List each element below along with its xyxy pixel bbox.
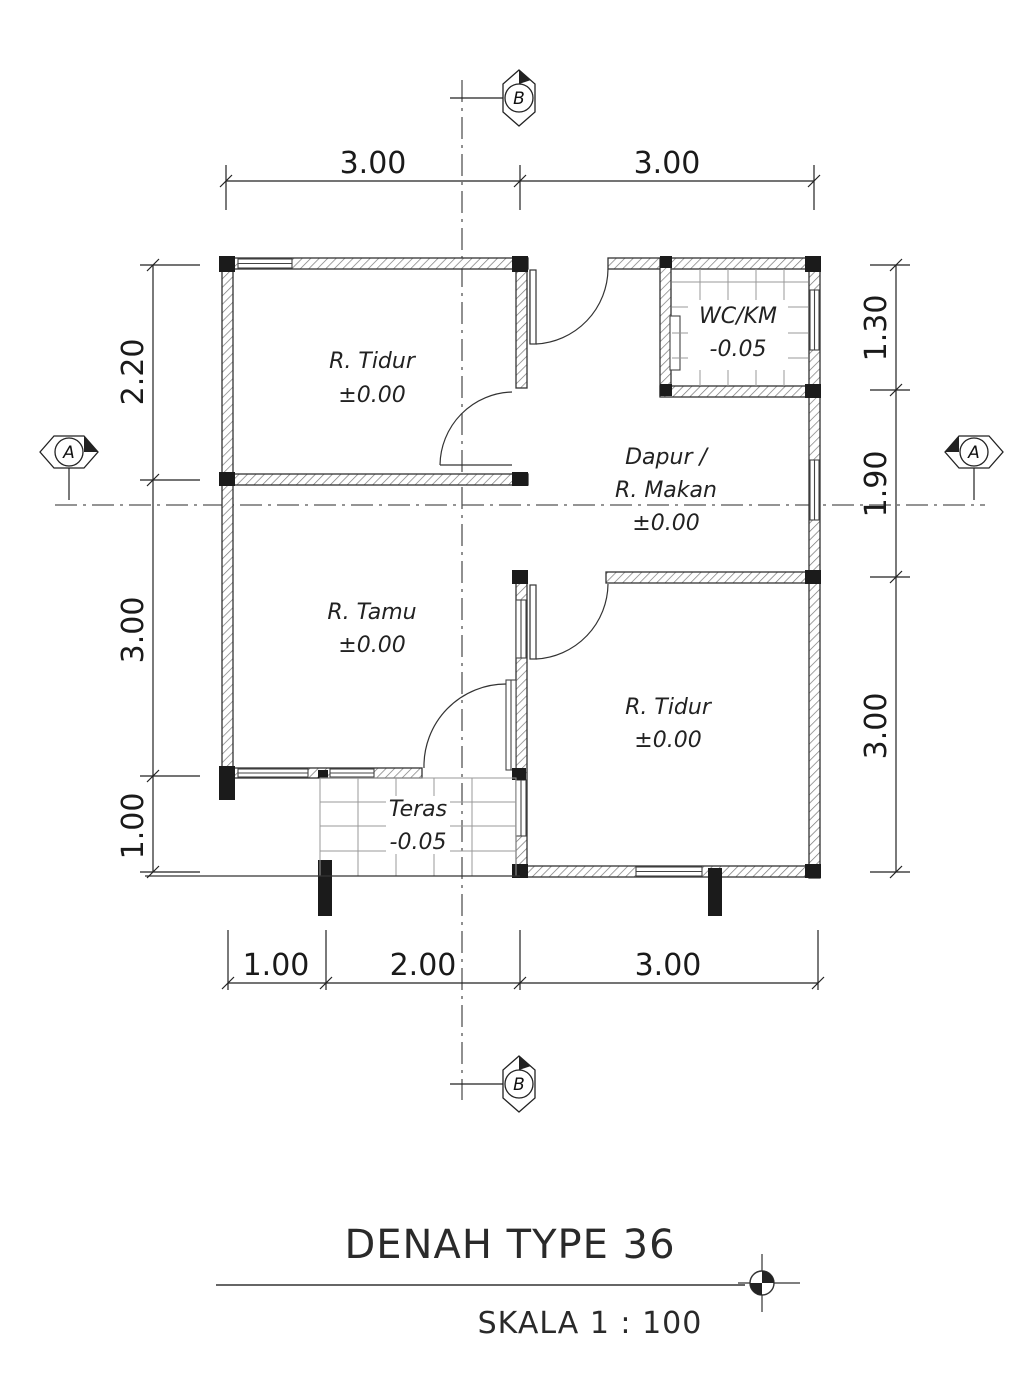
dim-left-1: 2.20 xyxy=(116,339,151,406)
drawing-title: DENAH TYPE 36 xyxy=(344,1222,676,1268)
wc-label-bg xyxy=(688,300,788,370)
dim-right-1: 1.30 xyxy=(859,295,894,362)
drawing-scale: SKALA 1 : 100 xyxy=(477,1306,703,1341)
doors xyxy=(423,268,609,769)
bedroom1-name: R. Tidur xyxy=(329,349,417,374)
kitchen-name-line2: R. Makan xyxy=(615,478,717,503)
dim-bottom-3: 3.00 xyxy=(635,948,702,983)
kitchen-name-line1: Dapur / xyxy=(625,445,709,470)
section-marker-a-right: A xyxy=(944,435,1004,500)
windows xyxy=(237,258,820,877)
section-lines xyxy=(55,80,985,1100)
section-a-right-label: A xyxy=(967,443,980,463)
living-level: ±0.00 xyxy=(338,633,405,658)
kitchen-level: ±0.00 xyxy=(632,511,699,536)
dim-right-2: 1.90 xyxy=(859,451,894,518)
north-arrow-icon xyxy=(738,1254,800,1312)
terrace-level: -0.05 xyxy=(390,830,447,855)
section-marker-b-top: B xyxy=(450,69,536,127)
wc-level: -0.05 xyxy=(710,337,767,362)
dim-top-2: 3.00 xyxy=(634,146,701,181)
columns xyxy=(219,256,821,916)
dim-right-3: 3.00 xyxy=(859,693,894,760)
section-b-top-label: B xyxy=(513,89,525,109)
bedroom1-level: ±0.00 xyxy=(338,383,405,408)
section-b-bottom-label: B xyxy=(513,1075,525,1095)
terrace-name: Teras xyxy=(389,797,447,822)
section-marker-b-bottom: B xyxy=(450,1055,536,1113)
living-name: R. Tamu xyxy=(327,600,416,625)
dim-top-1: 3.00 xyxy=(340,146,407,181)
dim-bottom-1: 1.00 xyxy=(243,948,310,983)
dim-bottom-2: 2.00 xyxy=(390,948,457,983)
dim-left-2: 3.00 xyxy=(116,597,151,664)
section-marker-a-left: A xyxy=(39,435,99,500)
section-a-left-label: A xyxy=(62,443,75,463)
bedroom2-level: ±0.00 xyxy=(634,728,701,753)
wc-name: WC/KM xyxy=(699,304,777,329)
bedroom2-name: R. Tidur xyxy=(625,695,713,720)
dim-left-3: 1.00 xyxy=(116,793,151,860)
dimension-lines xyxy=(140,165,910,990)
terrace-label-bg xyxy=(386,796,450,854)
